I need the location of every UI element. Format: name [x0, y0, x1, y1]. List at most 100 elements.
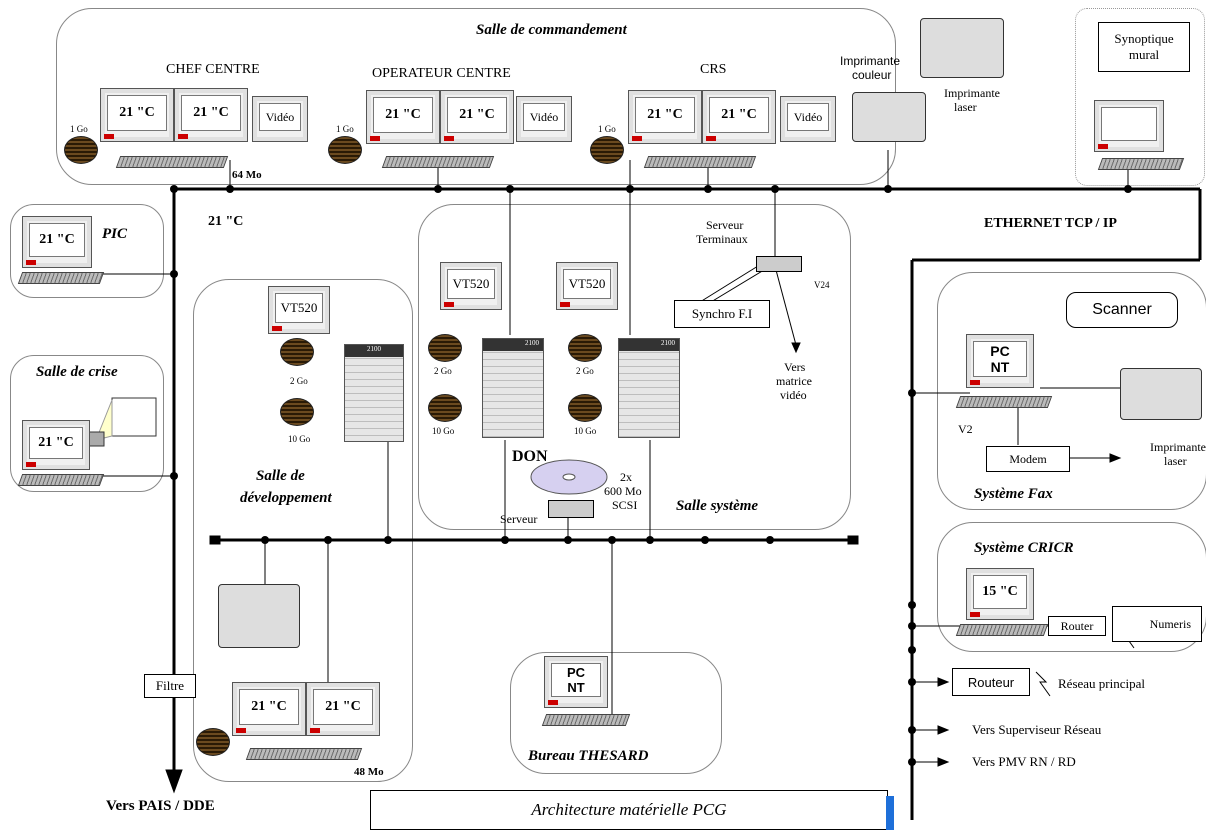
disk-size: 1 Go: [598, 124, 616, 134]
fax-pc-monitor: PC NT: [966, 334, 1034, 388]
disk-stack-icon: [590, 136, 624, 164]
printer-laser-label-1: Imprimante: [944, 86, 1000, 100]
station-label-operateur: OPERATEUR CENTRE: [372, 66, 511, 81]
video-monitor-operateur: Vidéo: [516, 96, 572, 142]
keyboard-icon: [17, 272, 105, 284]
monitor-size: 21 "C: [447, 97, 507, 133]
sys-server-2-icon: 2100: [618, 338, 680, 438]
vt520-sys-1: VT520: [440, 262, 502, 310]
printer-couleur-label-2: couleur: [852, 68, 892, 82]
v24-label: V24: [814, 280, 830, 290]
don-label: DON: [512, 448, 548, 465]
cd-label-3: SCSI: [612, 498, 638, 512]
monitor-size: 21 "C: [181, 95, 241, 131]
fax-pc-screen: PC NT: [973, 341, 1027, 377]
monitor-size: 21 "C: [635, 97, 695, 133]
keyboard-icon: [245, 748, 363, 760]
keyboard-icon: [955, 396, 1053, 408]
fax-printer-label-2: laser: [1164, 454, 1187, 468]
keyboard-icon: [381, 156, 495, 168]
monitor-size: 21 "C: [373, 97, 433, 133]
disk-size: 1 Go: [336, 124, 354, 134]
dev-laser-printer-icon: [218, 584, 300, 648]
monitor-size: 21 "C: [107, 95, 167, 131]
vt520-sys-2: VT520: [556, 262, 618, 310]
monitor-dev-2: 21 "C: [306, 682, 380, 736]
video-label: Vidéo: [259, 103, 301, 131]
disk-size: 10 Go: [432, 426, 455, 436]
vers-superviseur-label: Vers Superviseur Réseau: [972, 722, 1102, 737]
vt520-label: VT520: [563, 269, 611, 299]
monitor-size: 21 "C: [29, 427, 83, 459]
keyboard-icon: [541, 714, 631, 726]
room-label-dev-1: Salle de: [256, 468, 305, 484]
monitor-size-label: 21 "C: [208, 214, 244, 229]
disk-size: 2 Go: [576, 366, 594, 376]
vt520-label: VT520: [275, 293, 323, 323]
monitor-dev-1: 21 "C: [232, 682, 306, 736]
monitor-size: 15 "C: [973, 575, 1027, 609]
server-badge: 2100: [483, 339, 543, 351]
numeris-box: Numeris: [1112, 606, 1202, 642]
room-label-crise: Salle de crise: [36, 364, 118, 380]
filtre-box: Filtre: [144, 674, 196, 698]
terminal-server-box: [756, 256, 802, 272]
crise-monitor: 21 "C: [22, 420, 90, 470]
vers-matrice-2: matrice: [776, 374, 812, 388]
monitor-crs-1: 21 "C: [628, 90, 702, 144]
disk-stack-icon: [328, 136, 362, 164]
routeur-box: Routeur: [952, 668, 1030, 696]
nt-label: NT: [567, 680, 585, 695]
diagram-title: Architecture matérielle PCG: [370, 790, 888, 830]
room-label-systeme: Salle système: [676, 498, 759, 514]
numeris-label: Numeris: [1149, 616, 1191, 631]
memory-label: 64 Mo: [232, 169, 262, 181]
synoptique-monitor: [1094, 100, 1164, 152]
router-box: Router: [1048, 616, 1106, 636]
room-label-cricr: Système CRICR: [974, 540, 1074, 556]
fax-printer-label-1: Imprimante: [1150, 440, 1206, 454]
room-label-pic: PIC: [102, 226, 128, 242]
ethernet-label: ETHERNET TCP / IP: [984, 216, 1117, 231]
server-badge: 2100: [345, 345, 403, 357]
serveur-terminaux-2: Terminaux: [696, 232, 748, 246]
monitor-size: 21 "C: [709, 97, 769, 133]
keyboard-icon: [115, 156, 229, 168]
monitor-chef-1: 21 "C: [100, 88, 174, 142]
pc-label: PC: [990, 343, 1010, 359]
dev-server-icon: 2100: [344, 344, 404, 442]
video-label: Vidéo: [523, 103, 565, 131]
room-label-thesard: Bureau THESARD: [528, 748, 649, 764]
disk-stack-icon: [280, 338, 314, 366]
screen: [1101, 107, 1157, 141]
title-accent-bar: [886, 796, 894, 830]
color-printer-icon: [852, 92, 926, 142]
disk-size: 2 Go: [434, 366, 452, 376]
video-label: Vidéo: [787, 103, 829, 131]
disk-stack-icon: [428, 394, 462, 422]
scanner-box: Scanner: [1066, 292, 1178, 328]
serveur-terminaux-1: Serveur: [706, 218, 744, 232]
monitor-chef-2: 21 "C: [174, 88, 248, 142]
monitor-size: 21 "C: [239, 689, 299, 725]
vt520-dev: VT520: [268, 286, 330, 334]
monitor-operateur-1: 21 "C: [366, 90, 440, 144]
monitor-operateur-2: 21 "C: [440, 90, 514, 144]
disk-size: 2 Go: [290, 376, 308, 386]
keyboard-icon: [955, 624, 1049, 636]
nt-label: NT: [990, 359, 1010, 375]
pc-label: PC: [566, 665, 586, 680]
room-label-fax: Système Fax: [974, 486, 1053, 502]
monitor-crs-2: 21 "C: [702, 90, 776, 144]
cd-label-1: 2x: [620, 470, 632, 484]
synoptique-box: Synoptique mural: [1098, 22, 1190, 72]
station-label-crs: CRS: [700, 62, 727, 77]
cricr-monitor: 15 "C: [966, 568, 1034, 620]
v2-label: V2: [958, 422, 973, 436]
disk-stack-icon: [64, 136, 98, 164]
thesard-pc-screen: PC NT: [551, 663, 601, 697]
vers-matrice-1: Vers: [784, 360, 806, 374]
vers-matrice-3: vidéo: [780, 388, 807, 402]
disk-size: 1 Go: [70, 124, 88, 134]
